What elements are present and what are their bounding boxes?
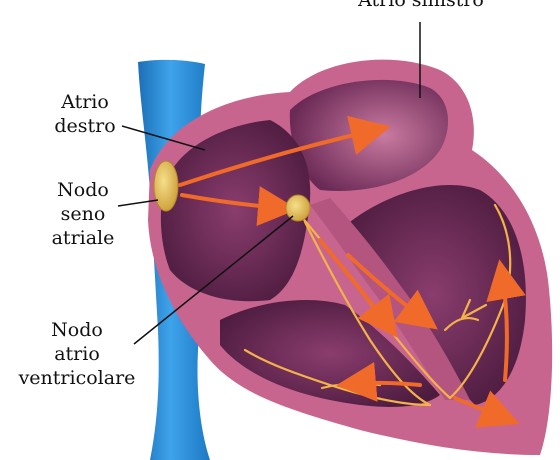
label-sa-node: Nodo seno atriale — [38, 178, 128, 250]
label-av-node-line3: ventricolare — [2, 366, 152, 390]
label-av-node-line2: atrio — [2, 342, 152, 366]
sa-node — [154, 161, 178, 211]
label-sa-node-line2: seno — [38, 202, 128, 226]
label-right-atrium-line2: destro — [40, 114, 130, 138]
label-av-node: Nodo atrio ventricolare — [2, 318, 152, 390]
label-av-node-line1: Nodo — [2, 318, 152, 342]
label-left-atrium: Atrio sinistro — [336, 0, 506, 12]
label-right-atrium: Atrio destro — [40, 90, 130, 138]
av-node — [286, 195, 310, 221]
label-sa-node-line1: Nodo — [38, 178, 128, 202]
label-right-atrium-line1: Atrio — [40, 90, 130, 114]
label-sa-node-line3: atriale — [38, 226, 128, 250]
arrow-rv-floor — [352, 383, 420, 385]
